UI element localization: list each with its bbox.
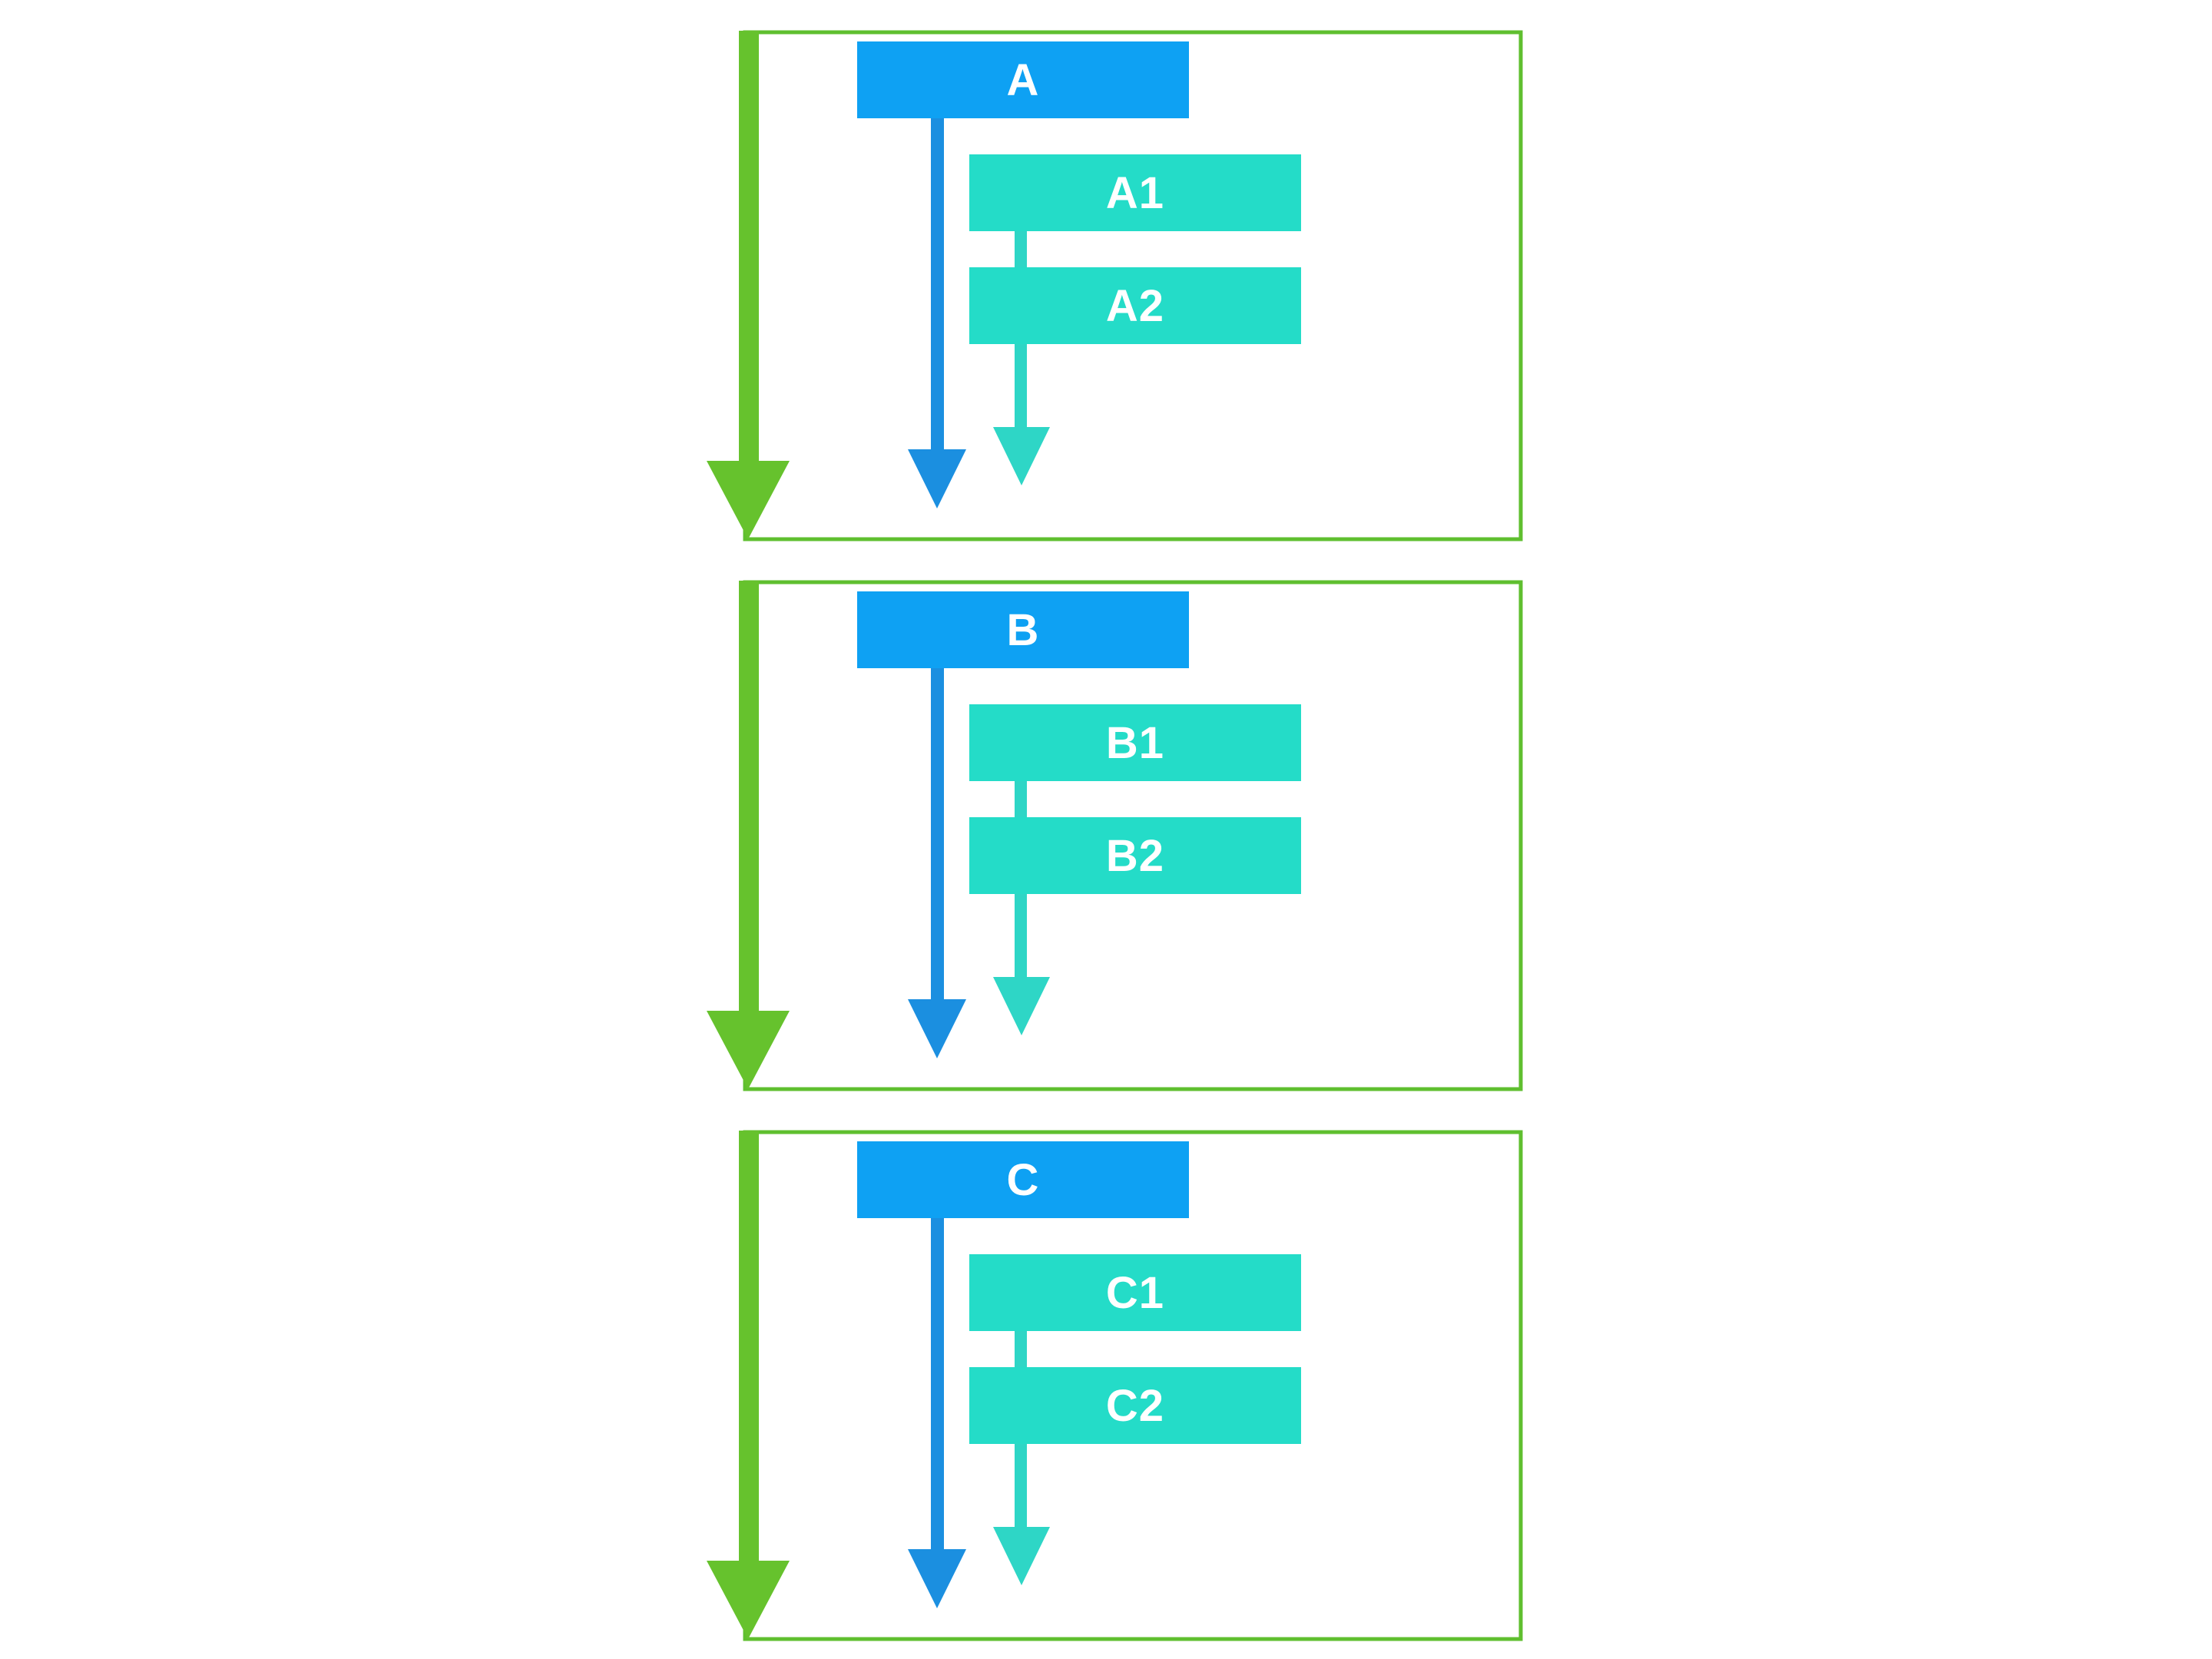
group-a-child-2-box: A2 <box>969 267 1301 344</box>
group-a-outer-arrow-shaft <box>739 31 759 476</box>
group-c-child-2-box: C2 <box>969 1367 1301 1444</box>
group-b-parent-arrow-shaft <box>931 665 944 1003</box>
group-c-outer-arrow-shaft <box>739 1131 759 1576</box>
group-a-child-1-label: A1 <box>1105 167 1165 218</box>
group-a-parent-arrow-head <box>908 449 966 508</box>
group-c: C C1 C2 <box>0 1100 2212 1653</box>
group-c-child-2-label: C2 <box>1105 1380 1165 1431</box>
group-b: B B1 B2 <box>0 550 2212 1103</box>
group-b-child-1-box: B1 <box>969 704 1301 781</box>
group-a-parent-arrow-shaft <box>931 115 944 453</box>
group-c-outer-arrow-head <box>707 1561 790 1639</box>
group-c-parent-box: C <box>857 1141 1189 1218</box>
group-c-child-1-box: C1 <box>969 1254 1301 1331</box>
group-a-child-1-box: A1 <box>969 154 1301 231</box>
group-b-outer-arrow-head <box>707 1011 790 1089</box>
group-a-parent-label: A <box>1006 55 1040 105</box>
group-a-child-arrow-head <box>993 427 1050 485</box>
group-b-outer-arrow-shaft <box>739 581 759 1026</box>
group-b-child-2-box: B2 <box>969 817 1301 894</box>
group-b-parent-arrow-head <box>908 999 966 1058</box>
group-c-parent-arrow-shaft <box>931 1215 944 1553</box>
group-c-child-1-label: C1 <box>1105 1267 1165 1318</box>
group-b-child-1-label: B1 <box>1105 717 1165 768</box>
group-b-parent-label: B <box>1006 604 1040 655</box>
group-c-parent-label: C <box>1006 1154 1040 1205</box>
group-a-outer-arrow-head <box>707 461 790 539</box>
group-c-child-arrow-head <box>993 1527 1050 1585</box>
group-a: A A1 A2 <box>0 0 2212 553</box>
group-a-child-2-label: A2 <box>1105 280 1165 331</box>
group-a-arrows <box>707 30 1523 541</box>
group-b-child-arrow-head <box>993 977 1050 1035</box>
group-b-parent-box: B <box>857 591 1189 668</box>
group-c-parent-arrow-head <box>908 1549 966 1608</box>
group-b-arrows <box>707 580 1523 1091</box>
group-a-parent-box: A <box>857 41 1189 118</box>
group-b-child-2-label: B2 <box>1105 830 1165 881</box>
